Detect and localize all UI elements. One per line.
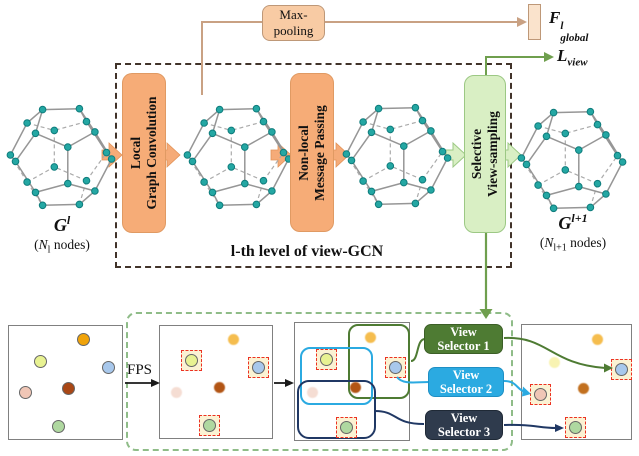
view-dot-green [568, 421, 582, 435]
vs1-line1: View [450, 324, 477, 339]
view-dot-blue [388, 360, 402, 374]
group-region-selector3 [297, 380, 376, 439]
view-selector-1: View Selector 1 [424, 324, 503, 354]
output-graph-caption: (Nl+1 nodes) [518, 235, 628, 254]
view-dot-pink [534, 388, 548, 402]
view-dot-blue [614, 362, 628, 376]
svs-line2: View-sampling [485, 111, 500, 197]
view-selector-2: View Selector 2 [428, 367, 504, 397]
input-graph [5, 102, 117, 212]
g-in-cap-post: nodes) [50, 237, 90, 252]
graph-after-local-conv [182, 102, 294, 212]
view-dot-brown-faded [213, 382, 225, 394]
view-dot-orange [77, 333, 91, 347]
nonlocal-message-passing-block: Non-local Message Passing [290, 73, 334, 232]
input-graph-name: Gl [12, 213, 112, 236]
g-out-cap-sub: l+1 [553, 242, 567, 254]
view-dot-green [52, 420, 66, 434]
l-view-label: Lview [557, 46, 588, 68]
view-dot-yellow-green [184, 354, 198, 368]
f-global-sup: l [560, 20, 564, 32]
lgc-line1: Local [127, 136, 143, 170]
level-caption: l-th level of view-GCN [230, 243, 384, 260]
g-in-base: G [53, 215, 67, 235]
output-graph [516, 105, 628, 215]
group-region-selector2 [300, 347, 373, 405]
scatter-box-output-views [521, 324, 632, 440]
l-view-sub: view [567, 56, 588, 69]
output-graph-name: Gl+1 [518, 211, 628, 234]
view-dot-brown [62, 381, 76, 395]
g-in-cap-var: N [38, 237, 48, 252]
input-graph-caption: (Nl nodes) [12, 237, 112, 256]
view-selector-3: View Selector 3 [425, 410, 503, 440]
selective-view-sampling-label: Selective View-sampling [469, 111, 501, 197]
f-global-base: F [549, 8, 561, 27]
vs2-line2: Selector 2 [439, 382, 493, 396]
local-graph-convolution-block: Local Graph Convolution [122, 73, 166, 233]
g-out-cap-post: nodes) [566, 235, 607, 250]
view-dot-blue [252, 360, 266, 374]
view-dot-yellow-faded [549, 357, 561, 369]
view-dot-blue [101, 361, 115, 375]
lgc-line2: Graph Convolution [144, 96, 159, 210]
nmp-line1: Non-local [295, 124, 311, 181]
view-dot-orange-faded [364, 331, 376, 343]
scatter-box-fps-sampled [159, 325, 273, 439]
view-dot-pink-faded [171, 386, 183, 398]
max-pooling-label-line2: pooling [273, 23, 314, 38]
view-dot-pink-faded [306, 386, 318, 398]
group-region-selector1 [348, 324, 410, 399]
scatter-box-grouped-views [294, 322, 410, 441]
nonlocal-message-passing-label: Non-local Message Passing [296, 105, 328, 201]
selective-view-sampling-block: Selective View-sampling [464, 75, 506, 233]
vs3-line1: View [450, 410, 478, 425]
fps-label: FPS [127, 362, 153, 378]
scatter-box-input-views [8, 325, 123, 440]
view-dot-brown-faded [349, 381, 361, 393]
vs2-line1: View [452, 367, 480, 382]
max-pooling-box: Max- pooling [262, 5, 325, 41]
g-in-cap-sub: l [47, 244, 51, 256]
view-dot-orange-faded [228, 333, 240, 345]
l-view-base: L [557, 46, 568, 65]
g-out-cap-var: N [544, 235, 554, 250]
vs3-line2: Selector 3 [437, 425, 491, 439]
f-global-sub: global [560, 31, 589, 44]
view-dot-green [339, 420, 353, 434]
view-dot-yellow-green [34, 354, 48, 368]
maxpool-arrowhead [517, 17, 527, 27]
view-dot-green [202, 419, 216, 433]
max-pooling-label-line1: Max- [279, 6, 308, 22]
g-out-cap-pre: ( [539, 235, 545, 250]
g-out-sup: l+1 [571, 211, 588, 225]
vs1-line2: Selector 1 [437, 339, 490, 353]
view-dot-orange-faded [591, 334, 603, 346]
g-in-cap-pre: ( [34, 237, 39, 252]
view-dot-pink [19, 386, 33, 400]
lview-arrowhead [544, 52, 554, 62]
view-dot-brown-faded [577, 383, 589, 395]
nmp-line2: Message Passing [312, 104, 327, 201]
graph-after-message-passing [341, 101, 453, 211]
svs-line1: Selective [468, 128, 484, 180]
g-out-base: G [558, 213, 572, 233]
g-in-sup: l [66, 213, 71, 227]
local-graph-convolution-label: Local Graph Convolution [128, 97, 160, 210]
view-dot-yellow-green [320, 352, 334, 366]
global-feature-bar [528, 4, 541, 40]
